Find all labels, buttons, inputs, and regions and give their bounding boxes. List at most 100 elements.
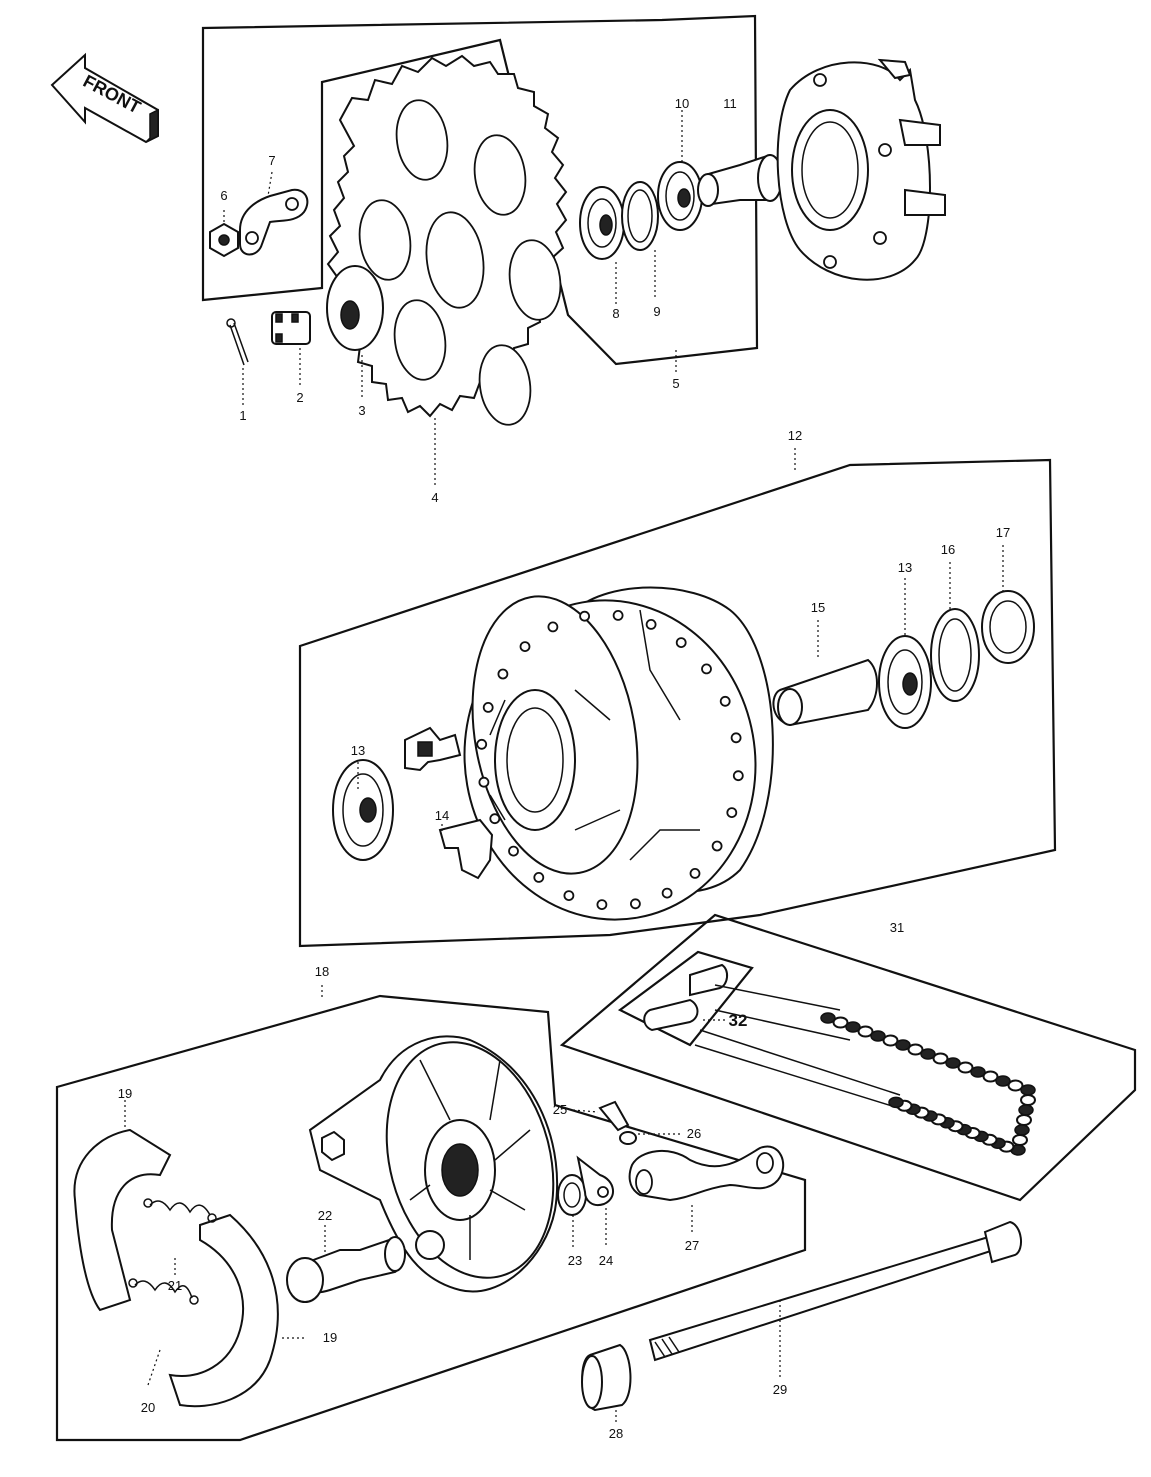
callout-24: 24: [599, 1253, 613, 1268]
sprocket-group-panel: [201, 14, 759, 366]
spoke-hole: [579, 610, 590, 622]
brake-panel: [308, 1035, 559, 1293]
chain-link: [982, 1070, 999, 1083]
spoke-hole: [476, 738, 488, 750]
spoke-hole: [478, 776, 490, 788]
callout-19-upper: 19: [118, 1086, 132, 1101]
callout-14: 14: [435, 808, 449, 823]
chain-link: [957, 1061, 974, 1074]
chain-link: [995, 1075, 1011, 1087]
chain-link: [970, 1066, 986, 1078]
hex-nut: [209, 222, 239, 258]
chain-link: [870, 1030, 886, 1042]
spoke-hole: [730, 732, 742, 744]
chain-link: [920, 1048, 936, 1060]
wheel-hub-panel: [298, 458, 1057, 948]
spoke-hole: [732, 770, 744, 782]
callout-18: 18: [315, 964, 329, 979]
chain-link: [845, 1021, 861, 1033]
brake-shoe-upper: [73, 1128, 172, 1312]
spoke-hole: [612, 610, 624, 621]
callout-15: 15: [811, 600, 825, 615]
hub-circlip: [930, 608, 980, 702]
spoke-hole: [701, 663, 712, 675]
chain-link: [932, 1052, 949, 1065]
camshaft-seal: [557, 1174, 587, 1216]
callout-13-right: 13: [898, 560, 912, 575]
spoke-hole: [726, 807, 738, 818]
chain-link: [820, 1012, 836, 1024]
hub-spacer: [772, 658, 878, 727]
leader-lines: [124, 110, 1004, 1422]
spoke-hole: [596, 899, 608, 910]
rear-axle: [648, 1220, 1022, 1362]
callout-31: 31: [890, 920, 904, 935]
callout-17: 17: [996, 525, 1010, 540]
chain-link: [888, 1096, 904, 1109]
chain-link: [832, 1016, 849, 1029]
cotter-pin: [226, 318, 249, 366]
callout-3: 3: [358, 403, 365, 418]
callout-6: 6: [220, 188, 227, 203]
callout-5: 5: [672, 376, 679, 391]
spoke-hole: [563, 890, 575, 901]
wear-indicator: [576, 1155, 614, 1206]
hub-damper: [404, 726, 494, 880]
lever-washer: [619, 1131, 637, 1145]
callout-7: 7: [268, 153, 275, 168]
front-direction-arrow: FRONT: [50, 52, 159, 144]
callout-1: 1: [239, 408, 246, 423]
drive-chain-panel: [559, 913, 1137, 1202]
drive-chain: [820, 1012, 1036, 1156]
spoke-hole: [497, 668, 509, 680]
sprocket-sleeve: [697, 153, 783, 207]
callout-26: 26: [687, 1126, 701, 1141]
sprocket-collar: [326, 265, 384, 351]
callout-12: 12: [788, 428, 802, 443]
brake-lever: [628, 1145, 785, 1202]
bearing-inner: [657, 161, 703, 231]
hub-bearing-right: [878, 635, 932, 729]
spoke-hole: [711, 840, 723, 852]
callout-16: 16: [941, 542, 955, 557]
hub-spoke-holes: [476, 610, 744, 910]
callout-2: 2: [296, 390, 303, 405]
callout-11: 11: [723, 96, 737, 111]
chain-link: [945, 1057, 961, 1069]
spoke-hole: [519, 641, 531, 652]
callout-22: 22: [318, 1208, 332, 1223]
callout-29: 29: [773, 1382, 787, 1397]
callout-32: 32: [729, 1011, 748, 1030]
sprocket-hub: [776, 58, 946, 281]
wheel-hub: [463, 586, 774, 921]
spoke-hole: [719, 695, 731, 707]
oil-seal: [981, 590, 1035, 664]
brake-spring-lower: [128, 1278, 199, 1305]
hub-bearing-left: [332, 759, 394, 861]
callout-13-left: 13: [351, 743, 365, 758]
callout-19-lower: 19: [323, 1330, 337, 1345]
spoke-hole: [547, 621, 559, 633]
circlip: [621, 181, 659, 251]
axle-collar: [581, 1343, 632, 1412]
spoke-hole: [630, 898, 641, 910]
spoke-hole: [645, 619, 657, 630]
chain-link: [1016, 1114, 1032, 1126]
spoke-hole: [675, 637, 687, 648]
chain-guide-lines: [694, 984, 906, 1111]
chain-link: [1018, 1104, 1034, 1116]
callout-4: 4: [431, 490, 438, 505]
spoke-hole: [489, 813, 501, 825]
callout-28: 28: [609, 1426, 623, 1441]
chain-link: [1007, 1079, 1024, 1092]
callout-8: 8: [612, 306, 619, 321]
castle-nut: [271, 311, 311, 345]
callouts: 1 2 3 4 5 6 7 8 9 10 11 12 13 13 14 15 1…: [118, 96, 1010, 1441]
bearing: [579, 186, 625, 260]
brake-shoe-lower: [168, 1213, 279, 1408]
callout-23: 23: [568, 1253, 582, 1268]
callout-25: 25: [553, 1102, 567, 1117]
chain-link: [857, 1025, 874, 1038]
spoke-hole: [533, 872, 545, 883]
